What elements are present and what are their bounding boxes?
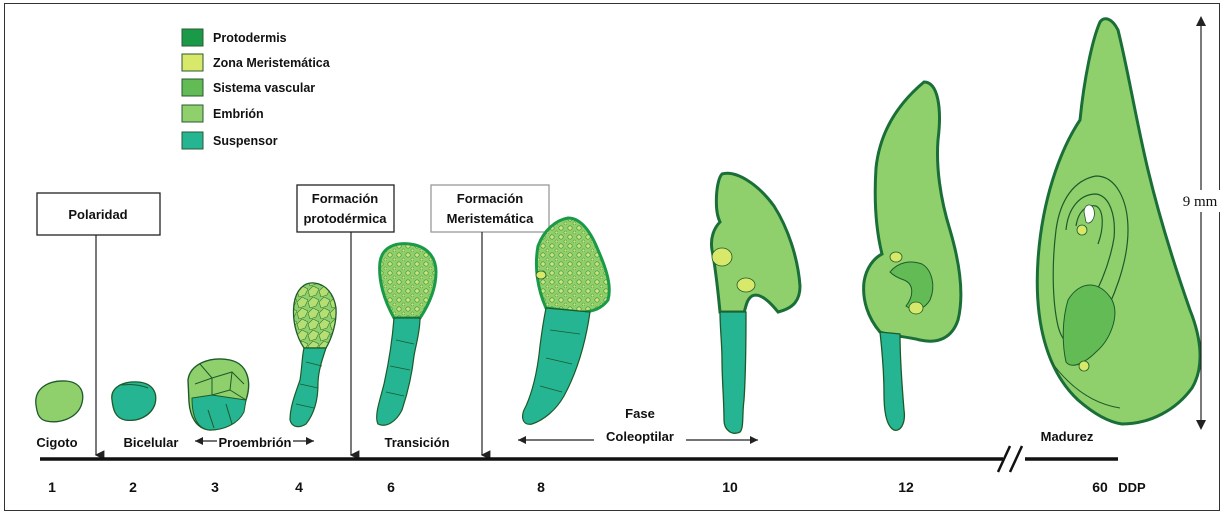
legend: Protodermis Zona Meristemática Sistema v… <box>182 29 331 149</box>
legend-label-zona-meristematica: Zona Meristemática <box>213 56 331 70</box>
embryo-cigoto <box>36 381 83 422</box>
range-arrow-left <box>518 436 526 444</box>
range-fase-coleoptilar: Fase Coleoptilar <box>518 406 758 444</box>
legend-label-suspensor: Suspensor <box>213 134 278 148</box>
stage-label-proembrion: Proembrión <box>219 435 292 450</box>
axis-tick-label: 60 <box>1092 479 1108 495</box>
legend-item-zona-meristematica: Zona Meristemática <box>182 54 331 71</box>
stage-label-transicion: Transición <box>384 435 449 450</box>
axis-tick-label: 3 <box>211 479 219 495</box>
legend-swatch-sistema-vascular <box>182 79 203 96</box>
scale-label: 9 mm <box>1183 194 1218 210</box>
event-label-formacion-meristematica-1: Formación <box>457 191 524 206</box>
embryo-stage-8 <box>523 218 610 424</box>
range-arrow-right <box>306 437 314 445</box>
stage-label-bicelular: Bicelular <box>124 435 179 450</box>
embryo-proembrion <box>188 359 249 430</box>
axis-tick-label: 6 <box>387 479 395 495</box>
axis-tick-label: 12 <box>898 479 914 495</box>
legend-item-protodermis: Protodermis <box>182 29 287 46</box>
event-label-formacion-meristematica-2: Meristemática <box>447 211 534 226</box>
legend-swatch-zona-meristematica <box>182 54 203 71</box>
stage-label-fase-coleoptilar-1: Fase <box>625 406 655 421</box>
stage-label-fase-coleoptilar-2: Coleoptilar <box>606 429 674 444</box>
legend-item-suspensor: Suspensor <box>182 132 278 149</box>
embryo-stage-10 <box>711 173 800 433</box>
event-label-formacion-protodermica-1: Formación <box>312 191 379 206</box>
legend-swatch-embrion <box>182 105 203 122</box>
axis-tick-label: 1 <box>48 479 56 495</box>
legend-item-sistema-vascular: Sistema vascular <box>182 79 315 96</box>
embryo-stage-12 <box>864 82 961 430</box>
axis-tick-label: 8 <box>537 479 545 495</box>
axis-tick-label: 10 <box>722 479 738 495</box>
embryo-bicelular <box>112 382 156 420</box>
range-proembrion: Proembrión <box>195 433 314 450</box>
stage-label-madurez: Madurez <box>1041 429 1094 444</box>
legend-swatch-suspensor <box>182 132 203 149</box>
scale-arrow-bottom <box>1196 420 1206 430</box>
timeline-axis: 1 2 3 4 6 8 10 12 60 DDP <box>40 446 1146 495</box>
embryo-stage-4 <box>290 283 336 427</box>
axis-tick-label: 2 <box>129 479 137 495</box>
scale-arrow-top <box>1196 16 1206 26</box>
axis-tick-label: 4 <box>295 479 303 495</box>
legend-label-embrion: Embrión <box>213 107 264 121</box>
range-arrow-right <box>750 436 758 444</box>
legend-swatch-protodermis <box>182 29 203 46</box>
stage-label-cigoto: Cigoto <box>36 435 77 450</box>
event-label-polaridad: Polaridad <box>68 207 127 222</box>
axis-unit-label: DDP <box>1118 480 1146 495</box>
event-label-formacion-protodermica-2: protodérmica <box>303 211 387 226</box>
legend-label-protodermis: Protodermis <box>213 31 287 45</box>
embryo-stage-6 <box>377 244 436 426</box>
legend-label-sistema-vascular: Sistema vascular <box>213 81 315 95</box>
embryo-madurez <box>1037 19 1200 424</box>
legend-item-embrion: Embrión <box>182 105 264 122</box>
range-arrow-left <box>195 437 203 445</box>
